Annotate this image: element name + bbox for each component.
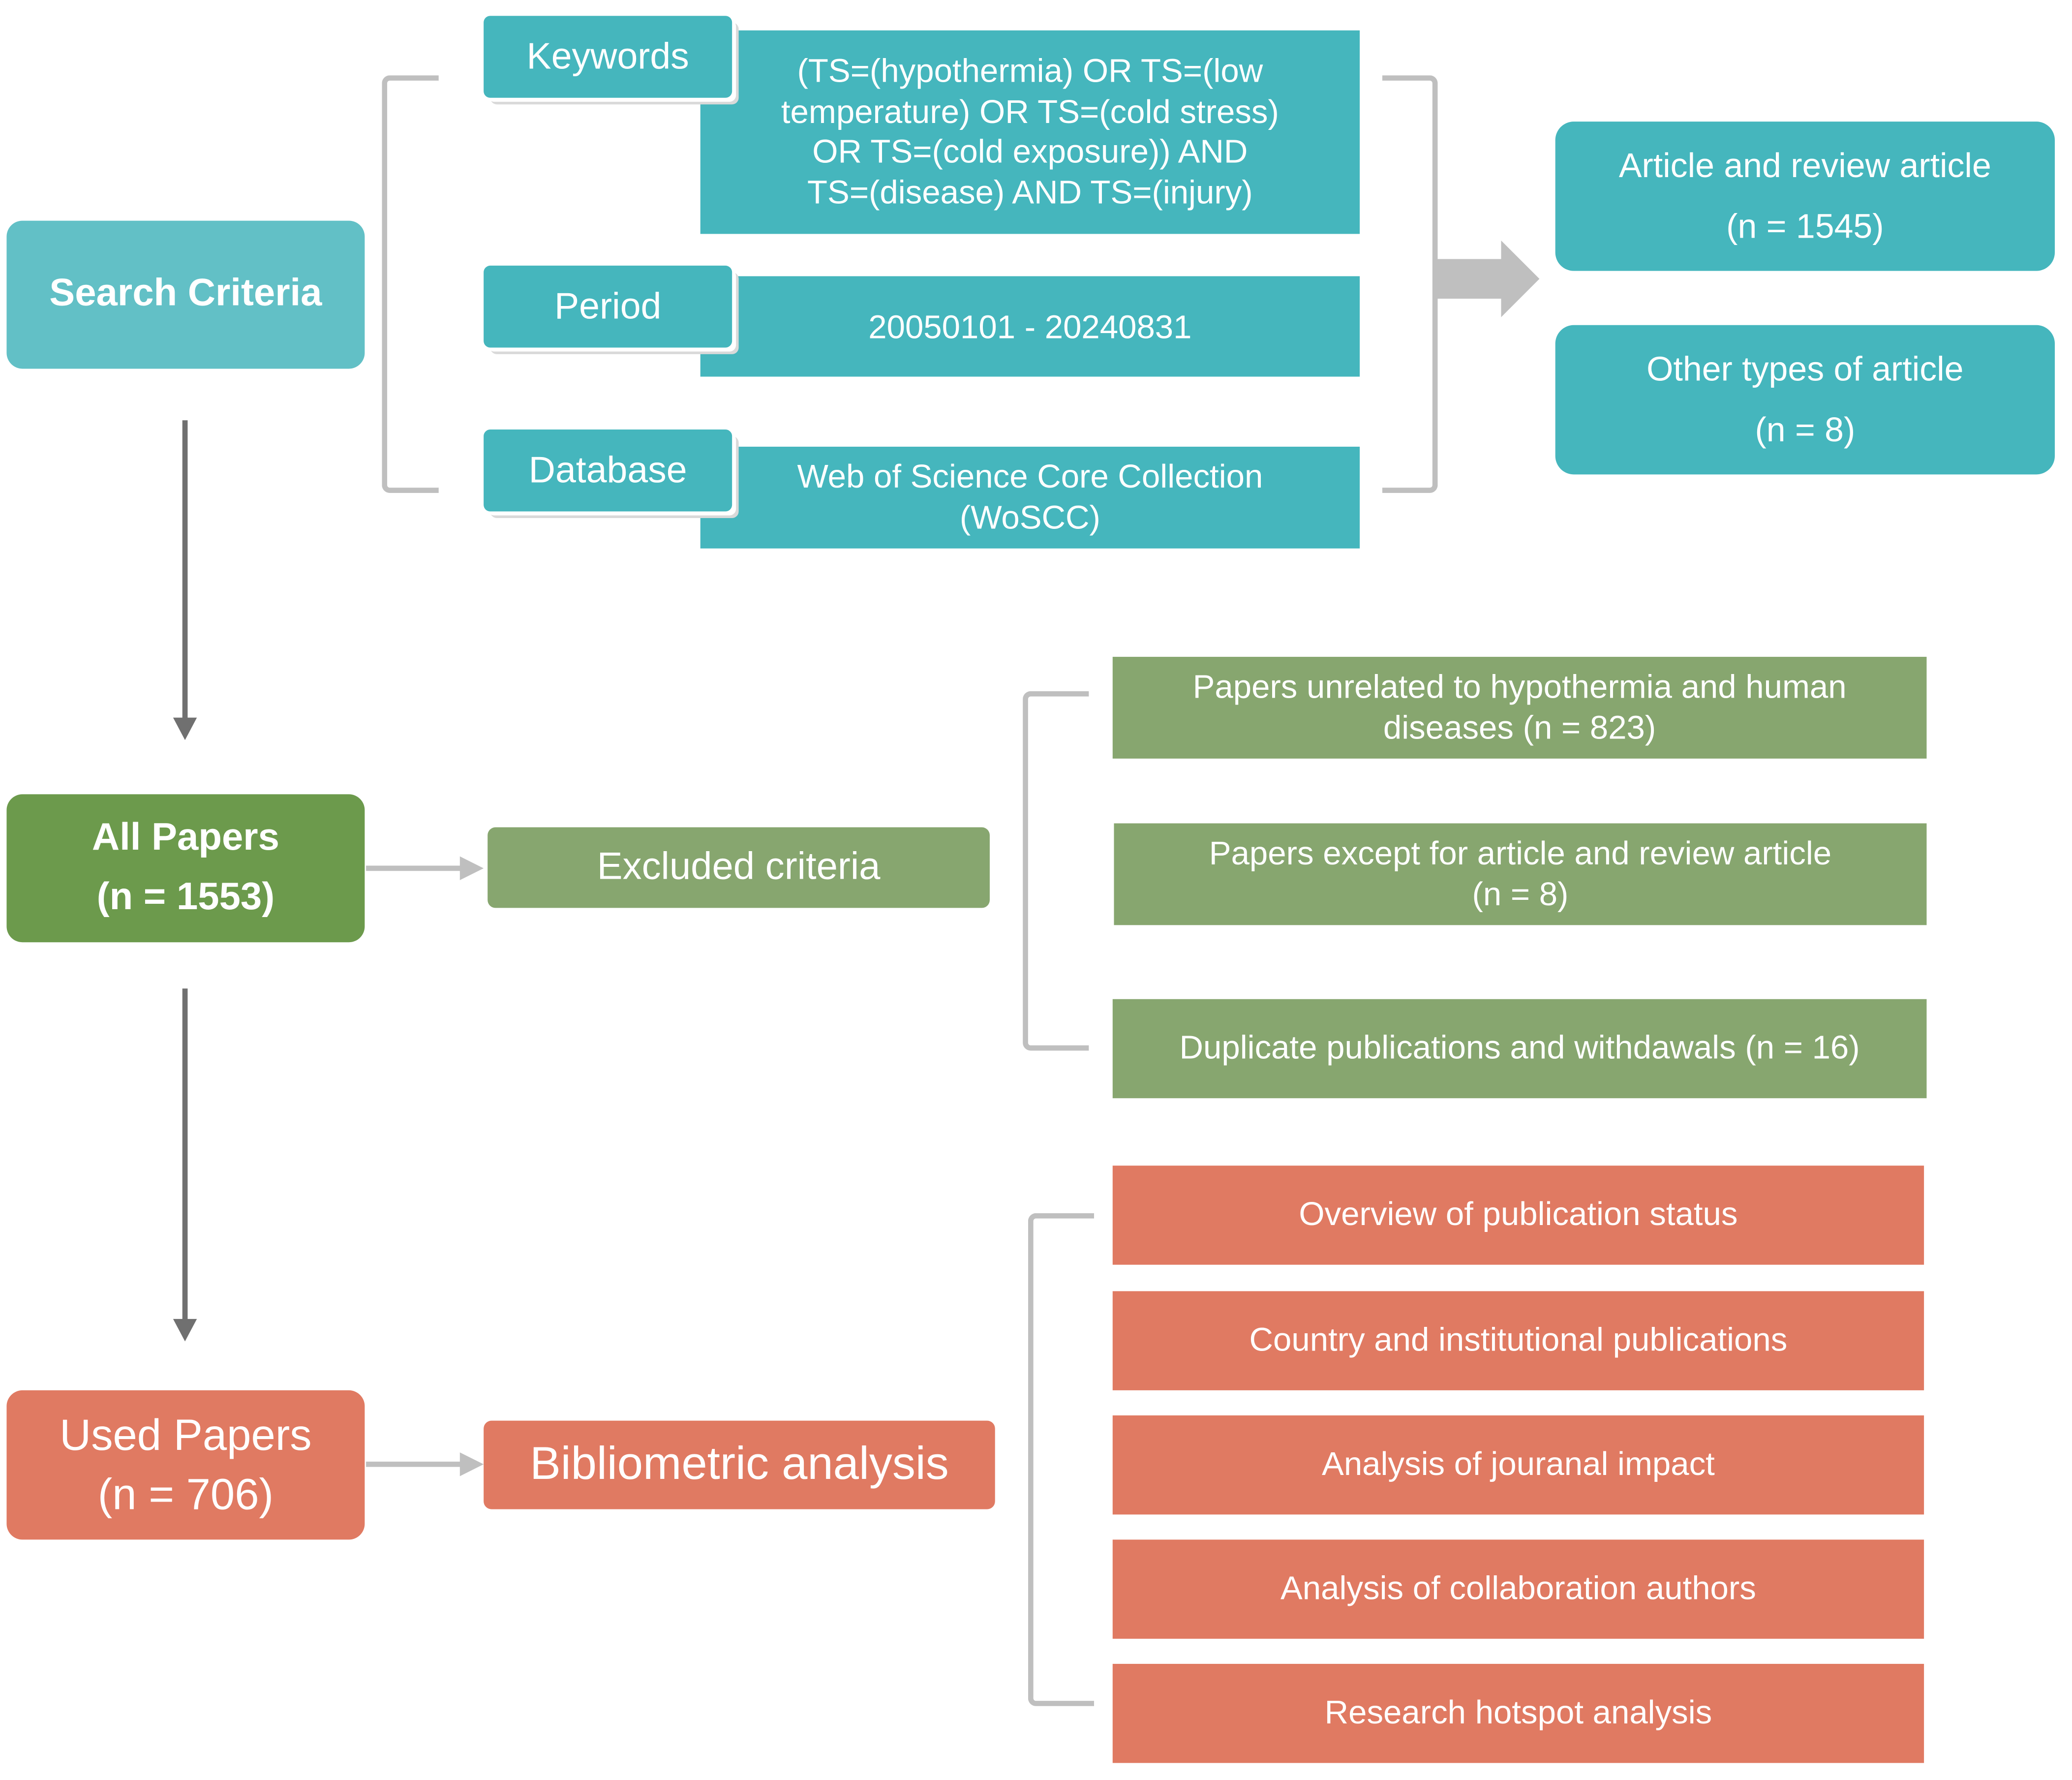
analysis-item: Country and institutional publications — [1112, 1291, 1924, 1390]
excluded-bracket — [1023, 691, 1089, 1051]
analysis-item-label: Analysis of jouranal impact — [1322, 1446, 1715, 1483]
keywords-value: (TS=(hypothermia) OR TS=(low temperature… — [781, 53, 1279, 211]
arrow-search-to-all-head — [173, 717, 197, 740]
database-label: Database — [528, 449, 687, 491]
search-criteria-box: Search Criteria — [6, 220, 365, 369]
database-value: Web of Science Core Collection (WoSCC) — [797, 459, 1263, 536]
excluded-criteria-box: Excluded criteria — [488, 827, 990, 908]
other-types-count: (n = 8) — [1755, 409, 1856, 449]
excluded-item: Duplicate publications and withdawals (n… — [1112, 999, 1927, 1099]
used-papers-box: Used Papers (n = 706) — [6, 1390, 365, 1540]
bibliometric-analysis-box: Bibliometric analysis — [484, 1420, 995, 1509]
excluded-item-label: Papers except for article and review art… — [1209, 835, 1832, 913]
analysis-item: Research hotspot analysis — [1112, 1663, 1924, 1763]
used-papers-count: (n = 706) — [97, 1469, 274, 1518]
excluded-item: Papers except for article and review art… — [1114, 823, 1927, 925]
analysis-bracket — [1028, 1213, 1095, 1706]
analysis-item: Analysis of collaboration authors — [1112, 1539, 1924, 1639]
excluded-item-label: Papers unrelated to hypothermia and huma… — [1192, 669, 1847, 746]
database-tab: Database — [484, 430, 732, 512]
keywords-tab: Keywords — [484, 16, 732, 98]
arrow-all-to-excluded-head — [459, 856, 484, 881]
analysis-item-label: Research hotspot analysis — [1324, 1694, 1712, 1732]
all-papers-count: (n = 1553) — [96, 876, 275, 919]
excluded-item: Papers unrelated to hypothermia and huma… — [1112, 657, 1927, 759]
article-review-label: Article and review article — [1618, 145, 1991, 185]
search-criteria-title: Search Criteria — [49, 273, 322, 315]
analysis-item-label: Country and institutional publications — [1249, 1321, 1788, 1359]
other-types-box: Other types of article (n = 8) — [1555, 325, 2055, 475]
search-bracket-left — [382, 75, 439, 493]
search-bracket-right — [1382, 75, 1438, 493]
used-papers-label: Used Papers — [60, 1410, 312, 1459]
analysis-item: Analysis of jouranal impact — [1112, 1415, 1924, 1515]
article-review-box: Article and review article (n = 1545) — [1555, 122, 2055, 271]
article-review-count: (n = 1545) — [1726, 205, 1884, 246]
excluded-criteria-label: Excluded criteria — [597, 845, 881, 888]
arrow-used-to-analysis-head — [459, 1452, 484, 1476]
database-value-box: Web of Science Core Collection (WoSCC) — [700, 446, 1360, 549]
period-label: Period — [554, 285, 662, 327]
keywords-value-box: (TS=(hypothermia) OR TS=(low temperature… — [700, 30, 1360, 234]
block-arrow-to-results — [1435, 240, 1540, 317]
period-value: 20050101 - 20240831 — [868, 308, 1192, 346]
arrow-all-to-used-head — [173, 1319, 197, 1342]
period-tab: Period — [484, 265, 732, 348]
analysis-item-label: Analysis of collaboration authors — [1280, 1570, 1756, 1608]
analysis-item-label: Overview of publication status — [1299, 1196, 1738, 1233]
analysis-item: Overview of publication status — [1112, 1166, 1924, 1265]
all-papers-label: All Papers — [91, 817, 279, 859]
period-value-box: 20050101 - 20240831 — [700, 276, 1360, 377]
keywords-label: Keywords — [526, 35, 689, 77]
other-types-label: Other types of article — [1646, 349, 1964, 389]
excluded-item-label: Duplicate publications and withdawals (n… — [1179, 1030, 1860, 1067]
bibliometric-analysis-label: Bibliometric analysis — [530, 1438, 949, 1490]
all-papers-box: All Papers (n = 1553) — [6, 794, 365, 943]
